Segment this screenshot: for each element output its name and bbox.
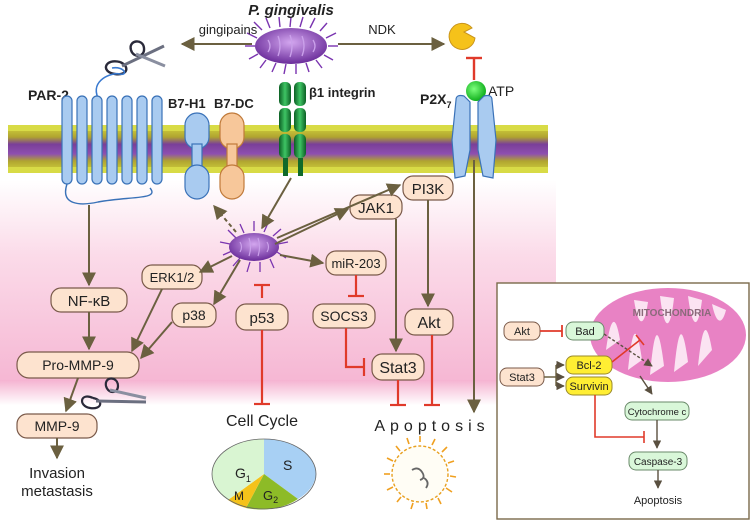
inset-cytc-label: Cytochrome c: [628, 407, 687, 418]
phase-g2-sub: 2: [273, 495, 278, 505]
pi3k-label: PI3K: [412, 181, 445, 198]
inset-bcl2-label: Bcl-2: [576, 360, 601, 372]
inset-bad-box: [565, 321, 605, 341]
node-akt: Akt: [404, 308, 454, 336]
phase-g1-main: G: [235, 465, 246, 481]
inset-mito-cytc-arrow: [639, 375, 653, 395]
nfkb-label: NF-κB: [68, 293, 111, 310]
inhibition-lines: [254, 275, 440, 407]
ndk-label: NDK: [368, 22, 396, 37]
mitochondria-inset: MITOCHONDRIA Akt Bad Stat3 Bcl-2 Survivi…: [496, 282, 750, 520]
invasion-label: Invasion: [29, 465, 85, 482]
akt-label: Akt: [417, 315, 441, 332]
mmp9-label: MMP-9: [34, 418, 79, 434]
node-socs3: SOCS3: [312, 303, 376, 329]
activation-arrows: [50, 183, 435, 460]
b7-upregulation-arrow: [213, 204, 237, 233]
p2x7-label: P2X7: [420, 91, 451, 110]
inset-casp3-label: Caspase-3: [634, 457, 683, 468]
inset-survivin-label: Survivin: [569, 381, 608, 393]
ndk-enzyme-icon: [448, 22, 476, 50]
b7h1-label: B7-H1: [168, 96, 206, 111]
inset-stat3-label: Stat3: [509, 372, 535, 384]
node-mmp9: MMP-9: [16, 413, 98, 439]
pro-mmp9-label: Pro-MMP-9: [42, 357, 114, 373]
integrin-internalization-arrow: [261, 177, 292, 230]
stat3-label: Stat3: [379, 360, 416, 377]
b7dc-receptor: [219, 112, 245, 200]
par2-cterm-tail: [64, 183, 153, 205]
mir203-label: miR-203: [331, 256, 380, 271]
scissors-bottom-icon: [81, 377, 147, 410]
cell-cycle-pie: G1 S M G2: [211, 438, 317, 510]
phase-m: M: [234, 489, 244, 503]
metastasis-label: metastasis: [21, 483, 93, 500]
node-mir203: miR-203: [325, 250, 387, 276]
phase-s: S: [283, 457, 292, 473]
atp-ball-icon: [466, 81, 486, 101]
p-gingivalis-top: [245, 16, 338, 75]
inset-bcl2-box: [565, 355, 613, 375]
par2-nterm-tail: [95, 66, 126, 99]
inset-bcl2-inhibit: [611, 339, 641, 363]
phase-g2: G2: [263, 488, 278, 505]
cell-cycle-label: Cell Cycle: [226, 413, 298, 430]
par2-label: PAR-2: [28, 87, 69, 103]
par2-receptor: [61, 95, 163, 185]
pathogen-title: P. gingivalis: [248, 2, 334, 19]
erk-label: ERK1/2: [150, 270, 195, 285]
node-stat3: Stat3: [371, 353, 425, 381]
phase-g1-sub: 1: [246, 474, 251, 484]
inset-apoptosis-label: Apoptosis: [634, 495, 683, 507]
b7dc-label: B7-DC: [214, 96, 254, 111]
node-p38: p38: [171, 302, 217, 328]
scissors-top-icon: [104, 40, 166, 76]
p2x7-receptor: [451, 94, 497, 179]
jak1-label: JAK1: [358, 200, 394, 217]
gingipains-label: gingipains: [199, 22, 258, 37]
node-pi3k: PI3K: [402, 175, 454, 201]
mitochondrion-icon: [590, 288, 746, 382]
phase-g2-main: G: [263, 488, 273, 503]
node-p53: p53: [235, 303, 289, 331]
inset-survivin-box: [565, 376, 613, 396]
p38-label: p38: [182, 307, 206, 323]
atp-label: ATP: [488, 83, 514, 99]
apoptotic-cell-icon: [384, 436, 457, 510]
p53-label: p53: [249, 310, 274, 327]
cytoplasm-fade: [0, 380, 556, 405]
beta1-integrin-label: β1 integrin: [309, 85, 376, 100]
inset-akt-label: Akt: [514, 326, 530, 338]
node-pro-mmp9: Pro-MMP-9: [16, 351, 140, 379]
socs3-label: SOCS3: [320, 308, 368, 324]
inset-bad-label: Bad: [575, 326, 595, 338]
b7h1-receptor: [184, 112, 210, 200]
p2x7-label-main: P2X: [420, 91, 447, 107]
mitochondria-label: MITOCHONDRIA: [633, 308, 712, 319]
p2x7-label-sub: 7: [446, 100, 451, 110]
inset-survivin-inhibit: [594, 395, 644, 438]
node-erk: ERK1/2: [141, 264, 203, 290]
node-nfkb: NF-κB: [50, 287, 128, 313]
phase-g1: G1: [235, 465, 251, 484]
apoptosis-label: Apoptosis: [374, 418, 489, 435]
node-jak1: JAK1: [349, 194, 403, 220]
beta1-integrin-receptor: [279, 82, 306, 176]
